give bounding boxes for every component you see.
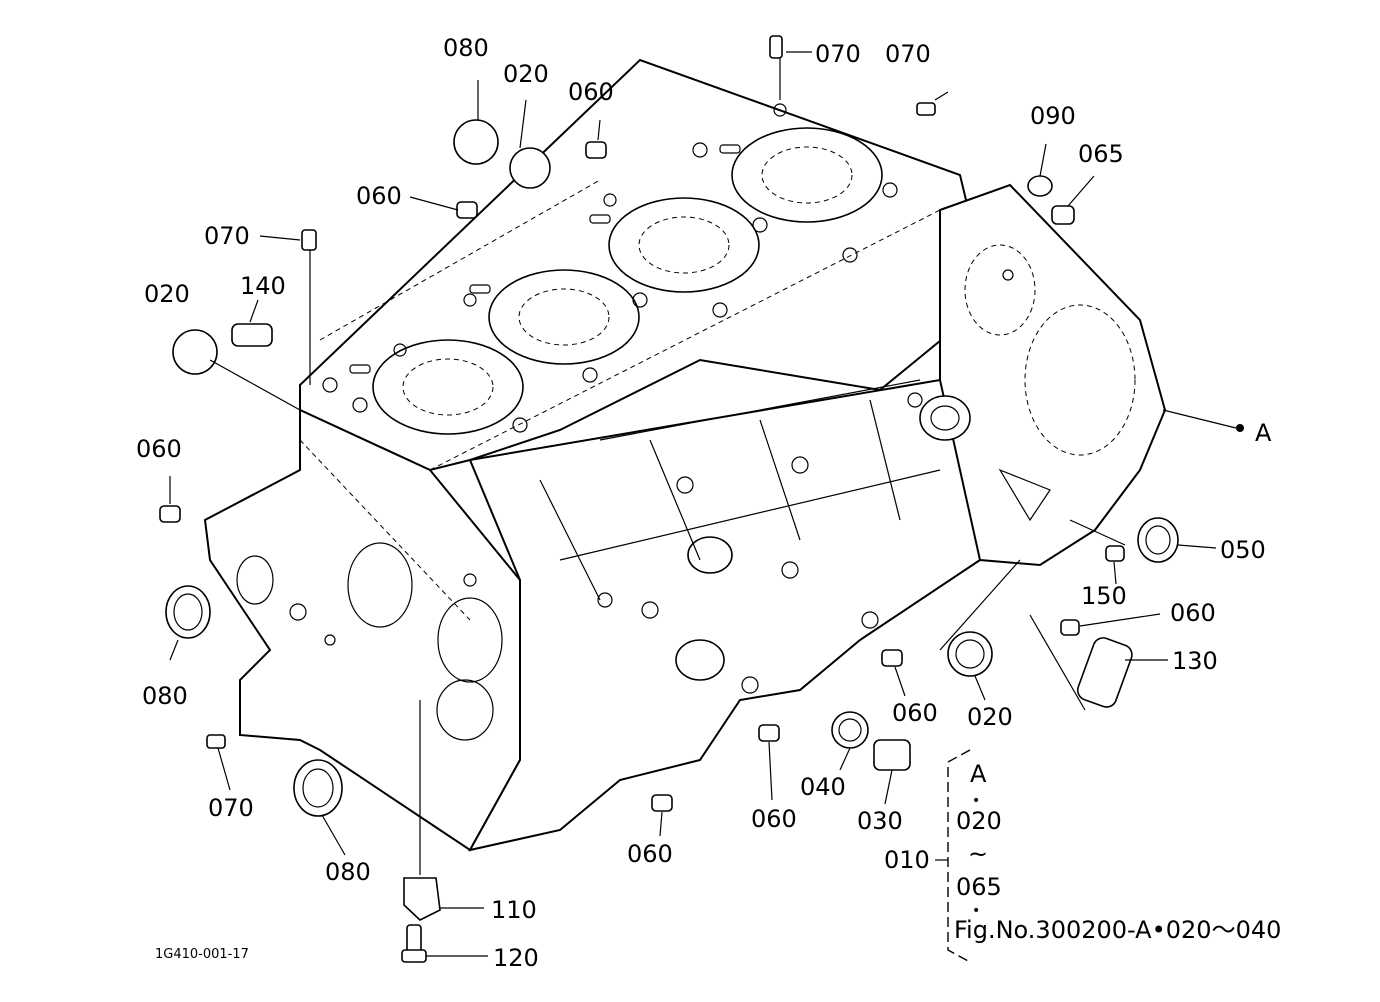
legend-dot-2: • (972, 903, 980, 919)
dowel-070-top1 (769, 35, 783, 59)
label-050: 050 (1220, 536, 1266, 564)
label-060-b1: 060 (892, 699, 938, 727)
label-120: 120 (493, 944, 539, 972)
label-080-top: 080 (443, 34, 489, 62)
seal-040 (831, 711, 869, 749)
label-A: A (1255, 419, 1272, 447)
legend-dot-1: • (972, 793, 980, 809)
plug-020-left (172, 329, 218, 375)
label-030: 030 (857, 807, 903, 835)
label-060-mid: 060 (356, 182, 402, 210)
label-150: 150 (1081, 582, 1127, 610)
legend-to: 065 (956, 873, 1002, 901)
assembly-legend: A • 020 ~ 065 • Fig.No.300200-A•020～040 (954, 760, 1281, 944)
label-110: 110 (491, 896, 537, 924)
seal-020-b (947, 631, 993, 677)
leader-lines (169, 51, 1244, 963)
label-060-b3: 060 (627, 840, 673, 868)
engine-block (203, 58, 1167, 852)
label-090: 090 (1030, 102, 1076, 130)
plug-030 (873, 739, 911, 771)
label-060-r: 060 (1170, 599, 1216, 627)
plug-150 (1105, 545, 1125, 562)
dowel-070-bl (206, 734, 226, 749)
plug-060-left (159, 505, 181, 523)
label-070-left: 070 (204, 222, 250, 250)
pipe-130 (1076, 637, 1133, 708)
legend-a: A (970, 760, 987, 788)
label-080-left: 080 (142, 682, 188, 710)
label-020-top: 020 (503, 60, 549, 88)
legend-from: 020 (956, 807, 1002, 835)
label-140: 140 (240, 272, 286, 300)
callout-labels: 080 020 060 070 070 090 065 060 070 020 … (136, 34, 1272, 972)
label-070-bl: 070 (208, 794, 254, 822)
fitting-140 (231, 323, 273, 347)
drawing-code: 1G410-001-17 (155, 947, 249, 962)
label-070-top2: 070 (885, 40, 931, 68)
label-070-top1: 070 (815, 40, 861, 68)
loose-parts (159, 35, 1179, 963)
label-020-b: 020 (967, 703, 1013, 731)
legend-figref: Fig.No.300200-A•020～040 (954, 916, 1281, 944)
label-060-top: 060 (568, 78, 614, 106)
plug-090 (1027, 175, 1053, 197)
label-065: 065 (1078, 140, 1124, 168)
label-040: 040 (800, 773, 846, 801)
label-060-left: 060 (136, 435, 182, 463)
label-010: 010 (884, 846, 930, 874)
plug-060-top (585, 141, 607, 159)
label-060-b2: 060 (751, 805, 797, 833)
seal-080-bl (293, 759, 343, 817)
plug-060-r (1060, 619, 1080, 636)
plug-060-b3 (651, 794, 673, 812)
dowel-070-top2 (916, 102, 936, 116)
label-130: 130 (1172, 647, 1218, 675)
seal-080-left (165, 585, 211, 639)
plug-060-b2 (758, 724, 780, 742)
label-080-bl: 080 (325, 858, 371, 886)
plug-060-b1 (881, 649, 903, 667)
legend-tilde: ~ (968, 840, 988, 868)
plug-060-mid (456, 201, 478, 219)
plug-080-top (453, 119, 499, 165)
plug-020-top (509, 147, 551, 189)
dowel-070-left (301, 229, 317, 251)
bracket-110 (403, 877, 441, 921)
plug-050 (1137, 517, 1179, 563)
label-020-left: 020 (144, 280, 190, 308)
bolt-065 (1051, 205, 1075, 225)
